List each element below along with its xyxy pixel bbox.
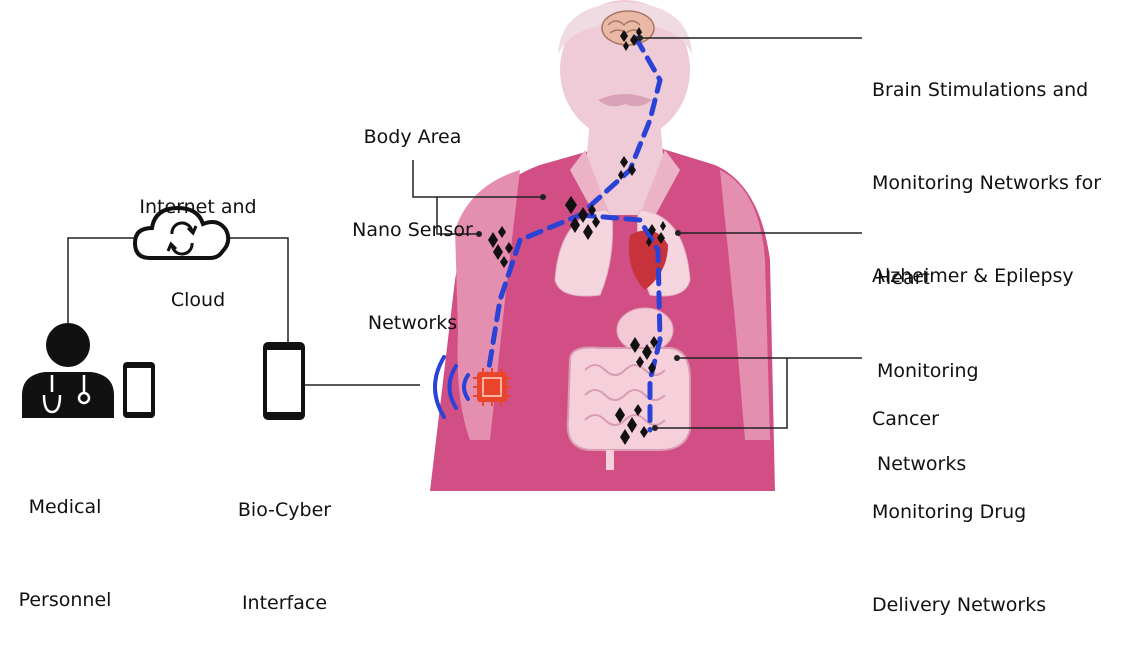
cancer-line-3: Delivery Networks	[872, 590, 1046, 621]
stomach	[617, 308, 673, 352]
internet-cloud-label: Internet and Cloud	[133, 130, 263, 347]
heart-leader-dot	[675, 230, 681, 236]
chip-icon	[473, 368, 511, 406]
intestines	[568, 348, 690, 451]
cancer-line-1: Cancer	[872, 404, 1046, 435]
body-area-label: Body Area Nano Sensor Networks	[340, 60, 485, 370]
body-area-line-1: Body Area	[340, 122, 485, 153]
heart-line-1: Heart	[877, 263, 979, 294]
smartphone-icon	[123, 362, 155, 418]
chest-leader-dot	[540, 194, 546, 200]
brain-leader-dot	[637, 35, 643, 41]
intestine-leader-dot	[652, 425, 658, 431]
internet-cloud-line-1: Internet and	[133, 192, 263, 223]
bio-cyber-line-1: Bio-Cyber	[222, 495, 347, 526]
cancer-line-2: Monitoring Drug	[872, 497, 1046, 528]
cancer-leader-dot	[674, 355, 680, 361]
bio-cyber-line-2: Interface	[222, 588, 347, 619]
internet-cloud-line-2: Cloud	[133, 285, 263, 316]
brain-line-2: Monitoring Networks for	[872, 168, 1101, 199]
medical-line-2: Personnel	[10, 585, 120, 616]
brain-icon	[602, 11, 654, 45]
doctor-icon	[22, 323, 114, 418]
medical-line-1: Medical	[10, 492, 120, 523]
body-area-line-2: Nano Sensor	[340, 215, 485, 246]
cancer-label: Cancer Monitoring Drug Delivery Networks	[872, 342, 1046, 652]
body-area-line-3: Networks	[340, 308, 485, 339]
diagram-canvas: Internet and Cloud Body Area Nano Sensor…	[0, 0, 1123, 491]
bio-cyber-label: Bio-Cyber Interface	[222, 433, 347, 650]
medical-personnel-label: Medical Personnel	[10, 430, 120, 647]
tablet-icon	[263, 342, 305, 420]
brain-line-1: Brain Stimulations and	[872, 75, 1101, 106]
cloud-to-doctor	[68, 238, 135, 330]
